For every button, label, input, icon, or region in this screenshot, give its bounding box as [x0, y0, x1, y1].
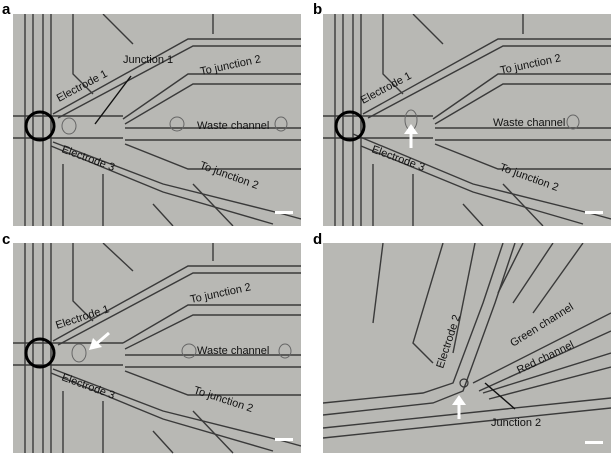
scale-bar	[275, 438, 293, 441]
scale-bar	[585, 441, 603, 444]
focus-circle	[24, 337, 56, 369]
junction-pointer-line	[94, 75, 132, 125]
up-arrow-icon	[404, 124, 418, 148]
label-waste-channel: Waste channel	[493, 117, 565, 129]
panel-a-letter: a	[2, 1, 11, 18]
scale-bar	[275, 211, 293, 214]
junction-pointer-line	[484, 382, 516, 410]
micrograph-panel-b: Electrode 1 To junction 2 Waste channel …	[323, 14, 611, 226]
diagonal-arrow-icon	[89, 331, 110, 350]
panel-d-letter: d	[313, 231, 323, 248]
focus-circle	[334, 110, 366, 142]
label-junction-2: Junction 2	[491, 417, 541, 429]
panel-b-letter: b	[313, 1, 323, 18]
micrograph-panel-a: Junction 1 Electrode 1 To junction 2 Was…	[13, 14, 301, 226]
panel-c-letter: c	[2, 231, 11, 248]
label-waste-channel: Waste channel	[197, 120, 269, 132]
scale-bar	[585, 211, 603, 214]
label-junction-1: Junction 1	[123, 54, 173, 66]
label-waste-channel: Waste channel	[197, 345, 269, 357]
up-arrow-icon	[452, 395, 466, 419]
micrograph-panel-c: Electrode 1 To junction 2 Waste channel …	[13, 243, 301, 454]
focus-circle	[24, 110, 56, 142]
micrograph-panel-d: Electrode 2 Green channel Red channel Ju…	[323, 243, 611, 453]
